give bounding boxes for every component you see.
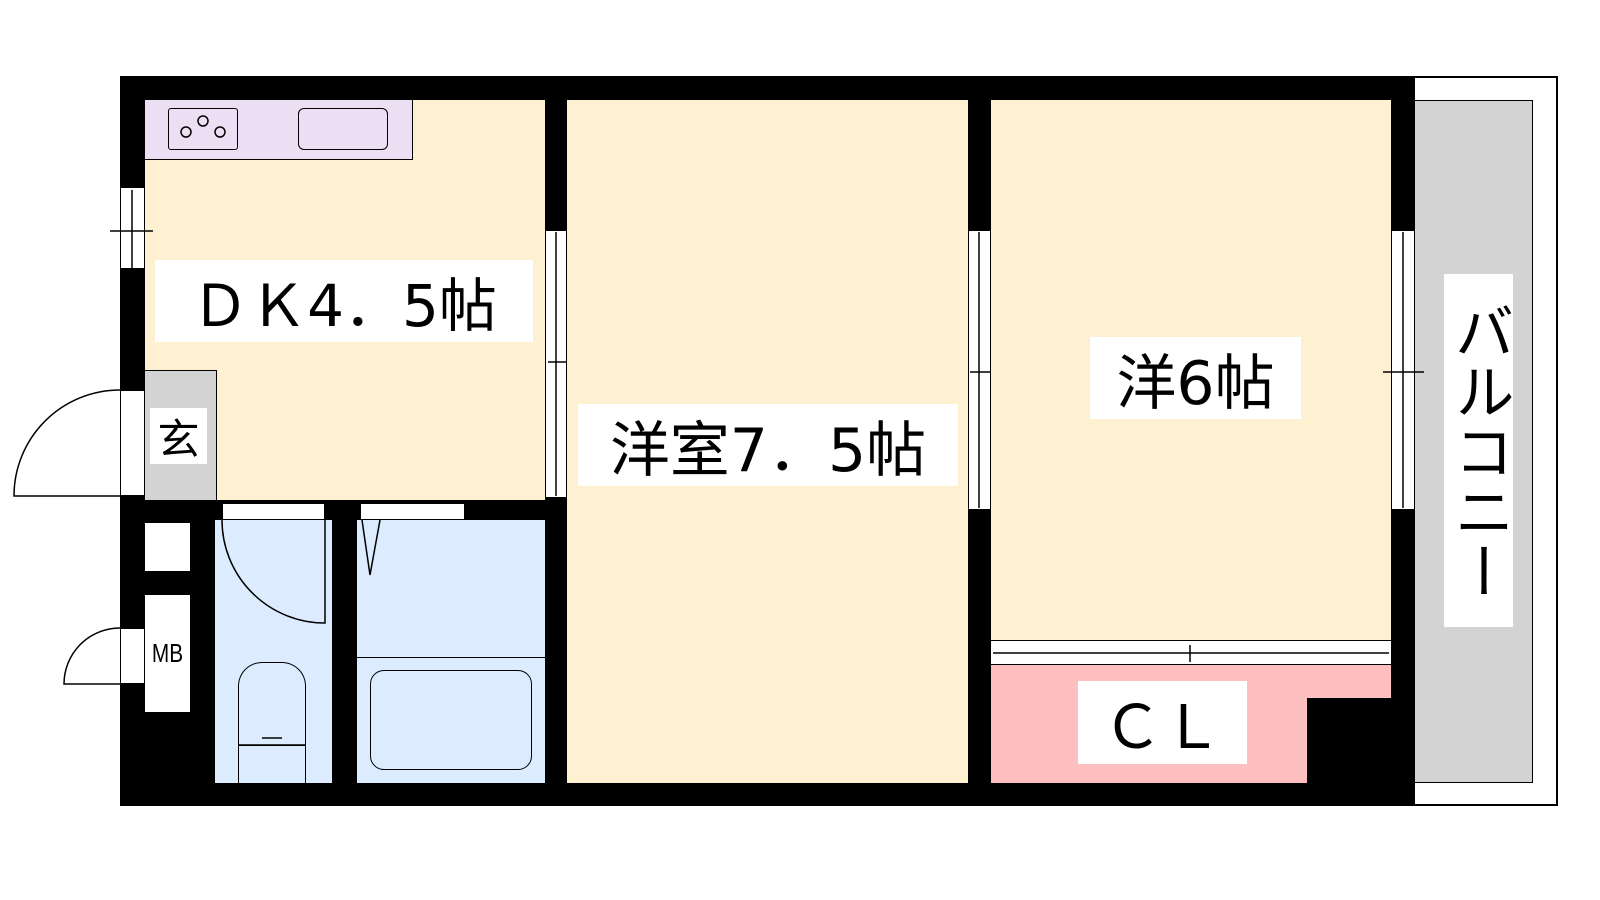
- room-label-western-1: 洋室7．5帖: [578, 404, 958, 486]
- mb-door-gap: [120, 628, 145, 684]
- room-label-dk: ＤＫ4．5帖: [155, 260, 533, 342]
- sink-icon: [298, 108, 388, 150]
- toilet-room: [215, 520, 332, 783]
- mb-door-swing: [63, 627, 121, 685]
- meter-box: MB: [145, 595, 190, 712]
- toilet-icon: [238, 662, 306, 757]
- room-label-western-2: 洋6帖: [1090, 337, 1301, 419]
- bath-door-gap: [360, 503, 465, 520]
- entrance-door-gap: [120, 390, 145, 496]
- kitchen-counter: [145, 100, 413, 160]
- room-label-entrance: 玄: [150, 408, 207, 464]
- bathtub: [370, 670, 532, 770]
- room-label-closet: ＣＬ: [1078, 681, 1247, 764]
- bath-door-marker: [361, 519, 381, 576]
- entrance-door-swing: [13, 389, 121, 497]
- stove-icon: [168, 108, 238, 150]
- bathroom: [357, 520, 545, 783]
- storage-box: [145, 523, 190, 571]
- toilet-door-swing: [221, 519, 326, 624]
- toilet-door-gap: [222, 503, 325, 520]
- room-label-balcony: バルコニー: [1444, 274, 1514, 627]
- bathtub-icon: [357, 657, 545, 783]
- pillar: [1307, 698, 1391, 783]
